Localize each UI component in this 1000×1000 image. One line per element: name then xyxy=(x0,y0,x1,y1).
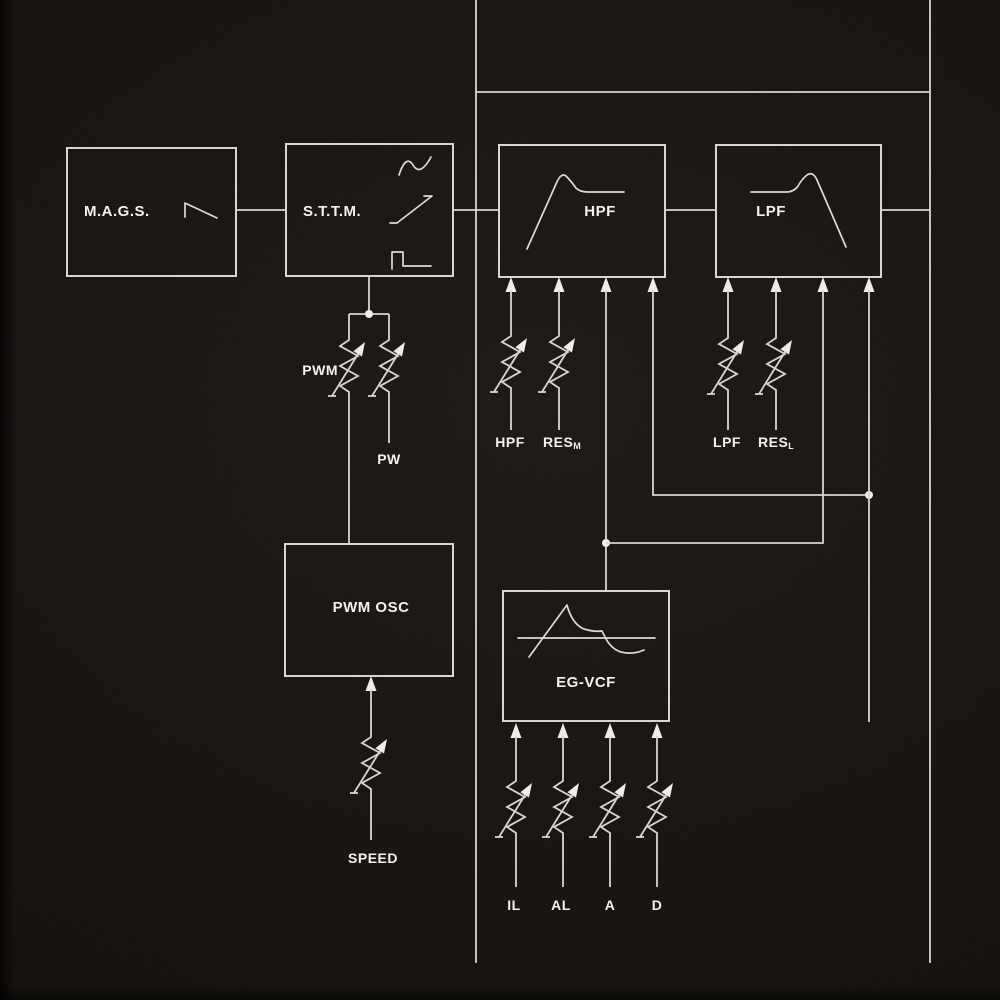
pot-speed-label: SPEED xyxy=(348,850,398,866)
pot-il-label: IL xyxy=(507,897,520,913)
block-sttm-label: S.T.T.M. xyxy=(303,203,361,220)
block-pwm-osc: PWM OSC xyxy=(284,543,454,677)
saw-wave-icon xyxy=(389,195,433,224)
block-hpf-label: HPF xyxy=(584,203,616,220)
pot-lpf-label: LPF xyxy=(713,434,741,450)
pot-pw xyxy=(367,329,406,403)
pot-il xyxy=(494,770,533,844)
envelope-curve-icon xyxy=(528,604,645,658)
block-sttm: S.T.T.M. xyxy=(285,143,454,277)
sine-wave-icon xyxy=(398,156,432,176)
pot-al xyxy=(541,770,580,844)
block-mags-label: M.A.G.S. xyxy=(84,203,150,220)
wires-eg-inputs xyxy=(510,723,663,887)
junction-dot xyxy=(365,310,373,318)
pot-d xyxy=(635,770,674,844)
pot-pwm-label: PWM xyxy=(302,362,338,378)
block-eg-vcf: EG-VCF xyxy=(502,590,670,722)
pot-lpf-cutoff xyxy=(706,327,745,401)
block-lpf: LPF xyxy=(715,144,882,278)
pot-res-l xyxy=(754,327,793,401)
pot-hpf-cutoff xyxy=(489,325,528,399)
pot-hpf-label: HPF xyxy=(495,434,525,450)
pot-d-label: D xyxy=(652,897,663,913)
block-pwm-osc-label: PWM OSC xyxy=(333,599,410,616)
pot-al-label: AL xyxy=(551,897,571,913)
block-lpf-label: LPF xyxy=(756,203,786,220)
block-hpf: HPF xyxy=(498,144,666,278)
pot-speed xyxy=(349,726,388,800)
block-mags: M.A.G.S. xyxy=(66,147,237,277)
saw-wave-icon xyxy=(184,202,218,219)
pulse-wave-icon xyxy=(391,251,432,270)
pot-a xyxy=(588,770,627,844)
pot-res-m-label: RESM xyxy=(543,434,581,451)
wires-pwm-branch xyxy=(348,276,390,544)
pot-a-label: A xyxy=(605,897,616,913)
pot-pw-label: PW xyxy=(377,451,401,467)
pot-res-l-label: RESL xyxy=(758,434,794,451)
pot-res-m xyxy=(537,325,576,399)
block-eg-vcf-label: EG-VCF xyxy=(556,674,616,691)
